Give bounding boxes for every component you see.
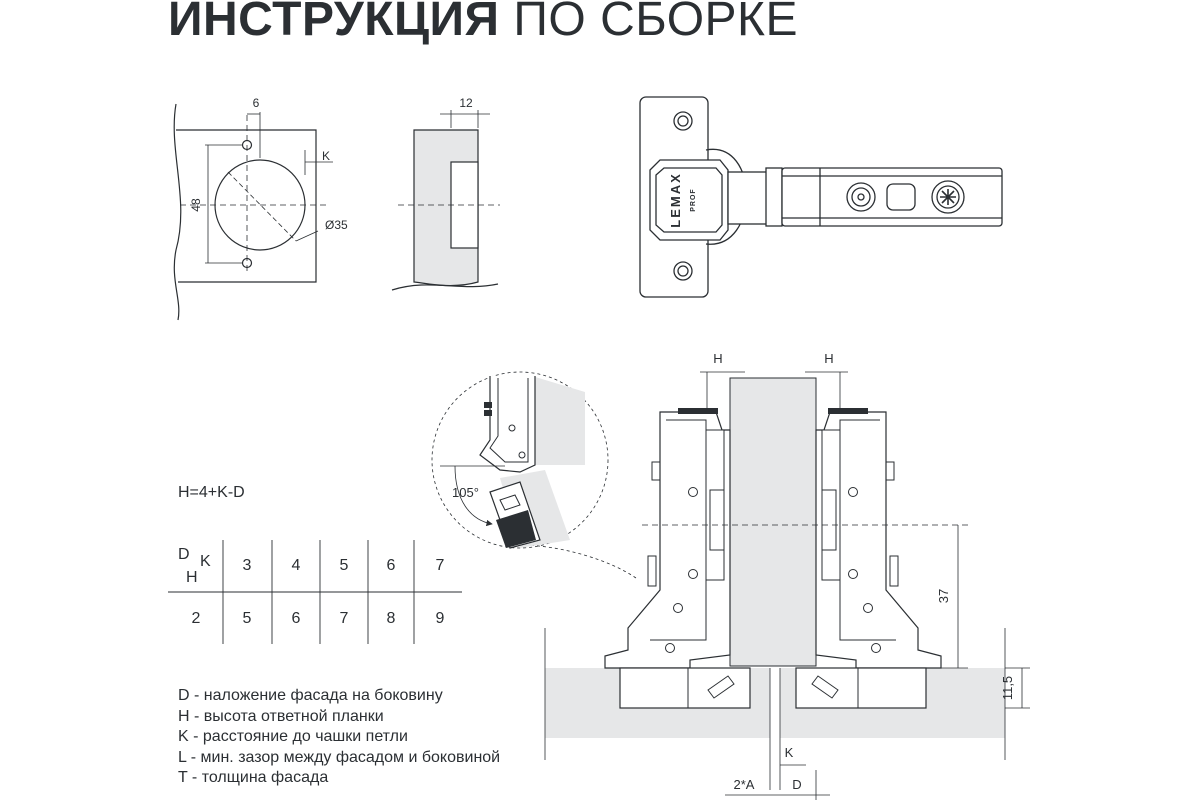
table-d-value: 2 xyxy=(192,610,201,627)
table-h-value: 6 xyxy=(292,610,301,627)
dim-d: D xyxy=(792,777,801,792)
dim-48: 48 xyxy=(189,198,203,212)
table-h-value: 7 xyxy=(340,610,349,627)
table-k-value: 7 xyxy=(436,557,445,574)
dim-h-right: H xyxy=(824,351,833,366)
overlay-table xyxy=(168,540,462,644)
title-light: ПО СБОРКЕ xyxy=(513,0,799,46)
dim-2a: 2*A xyxy=(734,777,755,792)
dim-6: 6 xyxy=(253,96,260,110)
legend-item: K - расстояние до чашки петли xyxy=(178,728,408,745)
table-h-value: 5 xyxy=(243,610,252,627)
legend-item: L - мин. зазор между фасадом и боковиной xyxy=(178,748,501,766)
brand-sub: PROF xyxy=(690,188,697,211)
table-k-value: 4 xyxy=(292,557,301,574)
table-corner-d: D xyxy=(178,546,190,563)
table-k-value: 6 xyxy=(387,557,396,574)
hinge-top-view xyxy=(639,96,1003,298)
page-title: ИНСТРУКЦИЯ ПО СБОРКЕ xyxy=(168,0,798,44)
table-h-value: 9 xyxy=(436,610,445,627)
cross-section xyxy=(544,371,1030,800)
title-bold: ИНСТРУКЦИЯ xyxy=(168,0,500,46)
dim-37: 37 xyxy=(936,589,951,603)
dim-12: 12 xyxy=(459,96,473,110)
detail-circle xyxy=(431,371,637,579)
table-corner-h: H xyxy=(186,569,198,586)
side-section xyxy=(391,110,500,291)
dim-11-5: 11,5 xyxy=(1000,676,1015,700)
brand-name: LEMAX xyxy=(668,172,683,228)
dim-k-top: K xyxy=(322,149,330,163)
legend-item: H - высота ответной планки xyxy=(178,707,384,725)
table-k-value: 3 xyxy=(243,557,252,574)
formula: H=4+K-D xyxy=(178,484,245,501)
table-k-value: 5 xyxy=(340,557,349,574)
dim-k-bottom: K xyxy=(785,745,794,760)
table-h-value: 8 xyxy=(387,610,396,627)
table-corner-k: K xyxy=(200,553,211,570)
legend-item: D - наложение фасада на боковину xyxy=(178,687,443,704)
dim-h-left: H xyxy=(713,351,722,366)
legend: D - наложение фасада на боковину H - выс… xyxy=(178,686,500,789)
drilling-diagram xyxy=(173,103,333,321)
dim-angle: 105° xyxy=(452,485,479,500)
legend-item: T - толщина фасада xyxy=(178,769,329,786)
dim-diameter: Ø35 xyxy=(325,218,348,232)
